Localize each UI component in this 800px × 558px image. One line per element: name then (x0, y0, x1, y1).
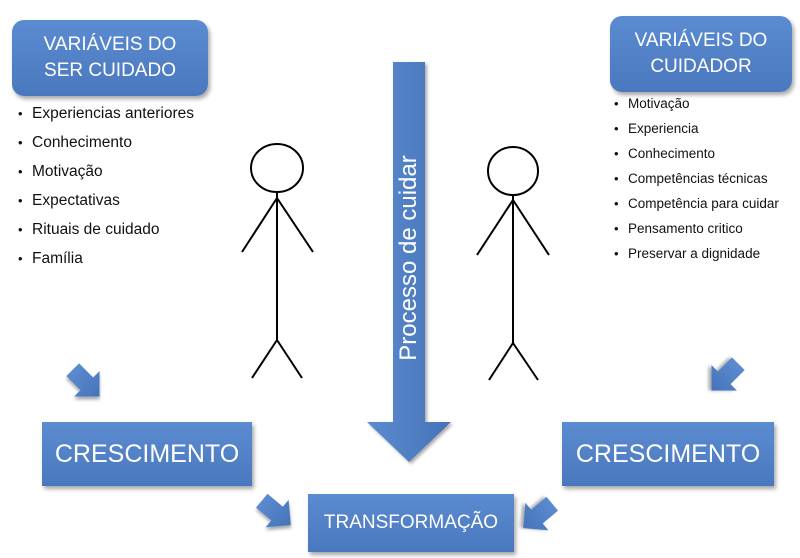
arrow-right-to-growth (711, 357, 745, 391)
list-right: Motivação Experiencia Conhecimento Compe… (614, 95, 800, 270)
process-arrow (367, 62, 451, 462)
list-right-item: Motivação (614, 95, 800, 112)
growth-left-label: CRESCIMENTO (54, 439, 240, 468)
arrow-right-to-transformation (523, 496, 559, 531)
list-right-item: Competências técnicas (614, 170, 800, 187)
transformation-label: TRANSFORMAÇÃO (323, 512, 499, 533)
list-right-item: Preservar a dignidade (614, 245, 800, 262)
list-left-item: Experiencias anteriores (18, 104, 213, 124)
list-left-item: Expectativas (18, 191, 213, 211)
title-right-line-2: CUIDADOR (650, 56, 752, 77)
list-left: Experiencias anteriores Conhecimento Mot… (18, 104, 213, 278)
list-left-item: Motivação (18, 162, 213, 182)
title-left-line-2: SER CUIDADO (44, 60, 176, 81)
stick-figure-left (241, 143, 314, 379)
list-right-item: Pensamento critico (614, 220, 800, 237)
growth-box-left: CRESCIMENTO (42, 422, 252, 486)
list-right-item: Conhecimento (614, 145, 800, 162)
stick-figure-right (476, 146, 550, 381)
title-left-line-1: VARIÁVEIS DO (43, 34, 177, 55)
process-label: Processo de cuidar (395, 155, 422, 361)
title-box-left: VARIÁVEIS DO SER CUIDADO (12, 20, 208, 96)
title-right-line-1: VARIÁVEIS DO (634, 30, 768, 51)
title-box-right: VARIÁVEIS DO CUIDADOR (610, 16, 792, 92)
arrow-left-to-growth (66, 363, 100, 397)
list-left-item: Família (18, 249, 213, 269)
list-left-item: Conhecimento (18, 133, 213, 153)
growth-box-right: CRESCIMENTO (562, 422, 774, 486)
list-right-item: Competência para cuidar (614, 195, 800, 212)
growth-right-label: CRESCIMENTO (575, 439, 761, 468)
list-right-item: Experiencia (614, 120, 800, 137)
arrow-left-to-transformation (255, 493, 291, 528)
list-left-item: Rituais de cuidado (18, 220, 213, 240)
transformation-box: TRANSFORMAÇÃO (308, 494, 514, 552)
